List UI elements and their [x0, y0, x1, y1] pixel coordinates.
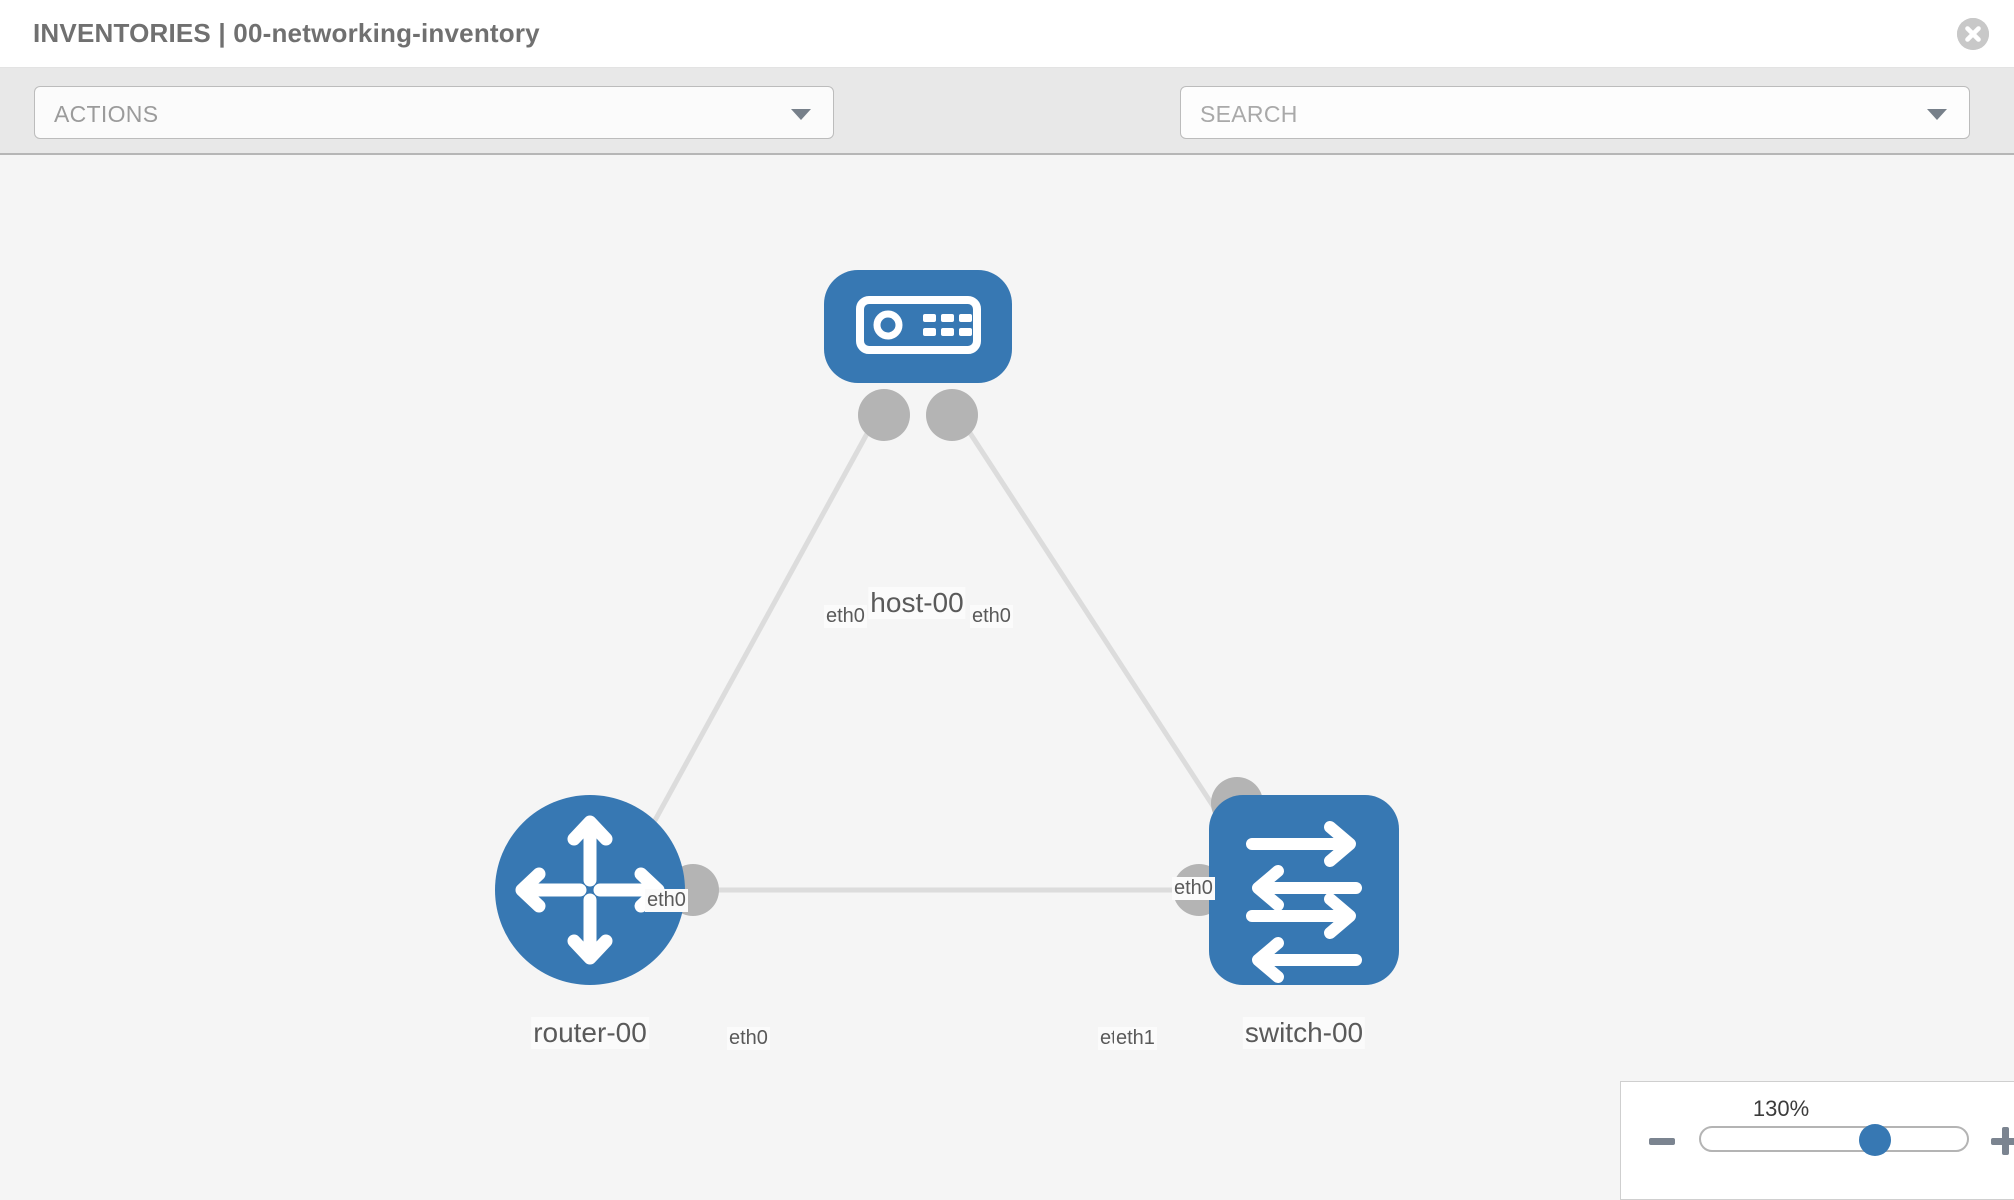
topology-canvas[interactable]: host-00 router-00 switch-00 eth0 eth0 et…	[0, 155, 2014, 1200]
node-switch-00[interactable]	[1209, 795, 1399, 985]
interface-label-router00-uplink-eth0: eth0	[645, 889, 688, 912]
search-input[interactable]: SEARCH	[1180, 86, 1970, 139]
zoom-percent-label: 130%	[1752, 1096, 1810, 1121]
edge-host00-router00[interactable]	[622, 408, 883, 877]
window-header: INVENTORIES | 00-networking-inventory	[0, 0, 2014, 68]
node-label-host-00: host-00	[868, 587, 966, 619]
actions-dropdown-label: ACTIONS	[54, 101, 159, 127]
connector-host00-eth0-right[interactable]	[926, 389, 978, 441]
plus-icon[interactable]	[1991, 1127, 2014, 1155]
chevron-down-icon[interactable]	[1927, 109, 1947, 120]
chevron-down-icon	[791, 109, 811, 120]
search-placeholder: SEARCH	[1200, 101, 1298, 127]
edge-host00-switch00[interactable]	[952, 408, 1248, 857]
connector-host00-eth0-left[interactable]	[858, 389, 910, 441]
page-title: INVENTORIES | 00-networking-inventory	[33, 18, 540, 48]
toolbar: ACTIONS SEARCH	[0, 68, 2014, 195]
zoom-control-panel: 130%	[1620, 1081, 2014, 1200]
zoom-slider-track[interactable]	[1699, 1126, 1969, 1152]
zoom-slider-thumb[interactable]	[1859, 1124, 1891, 1156]
interface-label-switch00-eth1: eth1	[1114, 1027, 1157, 1050]
close-icon[interactable]	[1957, 18, 1989, 50]
interface-label-switch00-uplink-eth0: eth0	[1172, 877, 1215, 900]
actions-dropdown[interactable]: ACTIONS	[34, 86, 834, 139]
node-label-router-00: router-00	[531, 1017, 649, 1049]
interface-label-router00-eth0: eth0	[727, 1027, 770, 1050]
minus-icon[interactable]	[1649, 1138, 1675, 1145]
node-host-00[interactable]	[824, 270, 1012, 383]
node-label-switch-00: switch-00	[1242, 1017, 1366, 1049]
topology-graph	[495, 270, 1399, 985]
interface-label-host00-eth0-left: eth0	[824, 605, 867, 628]
topology-edges	[622, 408, 1248, 893]
interface-connectors	[667, 389, 1263, 916]
interface-label-host00-eth0-right: eth0	[970, 605, 1013, 628]
